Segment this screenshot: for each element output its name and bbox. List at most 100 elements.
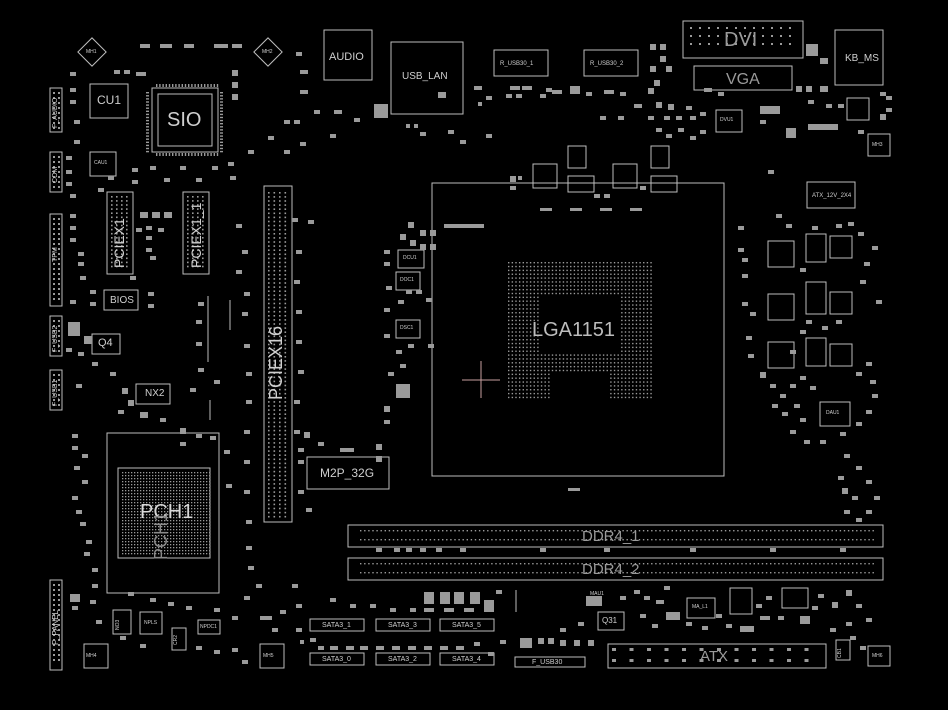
pch1-ball [191, 502, 193, 504]
lga1151-land [551, 273, 554, 275]
smd-part [806, 44, 818, 56]
smd-part [416, 290, 422, 294]
ddr4-1-pin [692, 530, 694, 532]
f-panel-pin [58, 659, 60, 661]
lga1151-land [522, 281, 524, 283]
lga1151-land [588, 281, 590, 283]
smd-part [464, 608, 474, 612]
ddr4-1-pin [765, 539, 768, 541]
smd-part [836, 224, 842, 228]
lga1151-land [508, 365, 510, 368]
pch1-ball [173, 523, 175, 525]
pch1-ball [131, 532, 133, 534]
lga1151-land [518, 385, 521, 387]
smd-part [408, 344, 414, 348]
pciex1-1-pin [202, 232, 204, 235]
pch1-ball [140, 490, 142, 492]
ddr4-2-pin [372, 572, 374, 574]
pch1-ball [149, 547, 151, 549]
ddr4-2-label: DDR4_2 [582, 561, 640, 578]
pciex16-pin [268, 392, 270, 395]
lga1151-land [511, 312, 514, 314]
ddr4-1-pin [519, 539, 522, 541]
pch1-ball [194, 511, 196, 513]
lga1151-land [544, 288, 546, 291]
lga1151-land [628, 369, 630, 372]
pch1-ball [149, 502, 151, 504]
lga1151-land [650, 323, 652, 325]
pciex1-1-pin [197, 224, 199, 227]
pciex16-pin [279, 470, 281, 473]
lga1151-land [628, 365, 630, 368]
ddr4-1-pin [852, 530, 854, 532]
smd-part [90, 302, 96, 306]
lga1151-land [515, 331, 517, 333]
lga1151-land [624, 265, 627, 268]
lga1151-land [537, 339, 539, 341]
lga1151-land [602, 365, 605, 368]
smd-part [420, 132, 426, 136]
pch1-ball [206, 496, 208, 498]
pch1-ball [149, 511, 151, 513]
ddr4-2-pin [815, 563, 817, 565]
pch1-ball [158, 532, 160, 534]
pch1-ball [152, 517, 154, 519]
pch1-ball [128, 553, 130, 555]
pciex1-pin [116, 208, 118, 210]
lga1151-land [621, 377, 623, 379]
pciex16-pin [273, 282, 276, 284]
smd-part [424, 646, 432, 650]
f-panel-pin [53, 614, 55, 616]
ddr4-1-pin [741, 530, 743, 532]
lga1151-land [522, 312, 524, 314]
sio-label: SIO [167, 109, 202, 131]
lga1151-land [599, 354, 601, 356]
ddr4-2-pin [712, 572, 714, 574]
smd-part [866, 362, 872, 366]
smd-part [656, 102, 662, 108]
lga1151-land [635, 285, 638, 287]
smd-part [860, 280, 866, 284]
pciex16-pin [284, 249, 287, 251]
mh6-label: MH6 [872, 653, 883, 659]
smd-part [388, 372, 394, 376]
ddr4-2-pin [659, 563, 661, 565]
pch1-ball [137, 496, 139, 498]
pch1-ball [182, 520, 184, 522]
smd-part [394, 548, 400, 552]
lga1151-land [646, 392, 649, 395]
lga1151-land [624, 319, 627, 322]
ddr4-1-pin [667, 530, 669, 532]
ddr4-2-pin [478, 563, 481, 565]
pch1-ball [158, 496, 160, 498]
f-panel-pin [53, 649, 55, 651]
lga1151-land [533, 323, 535, 325]
pch1-ball [197, 517, 199, 519]
pch1-ball [179, 553, 181, 555]
lga1151-land [617, 269, 619, 272]
ddr4-1-pin [413, 530, 415, 532]
lga1151-land [529, 377, 532, 379]
smd-part [604, 90, 614, 94]
lga1151-land [515, 377, 517, 379]
pch1-ball [185, 493, 187, 495]
pch1-ball [185, 538, 187, 540]
smd-part [376, 646, 384, 650]
smd-part [578, 622, 584, 626]
pch1-ball [128, 487, 130, 489]
lga1151-land [515, 369, 517, 372]
ddr4-2-pin [688, 572, 690, 574]
pciex1-1-pin [187, 249, 189, 251]
lga1151-land [646, 327, 649, 329]
smd-part [310, 638, 316, 642]
pch1-ball [167, 526, 169, 528]
pch1-ball [176, 553, 178, 555]
pch1-ball [179, 529, 181, 531]
smd-part [314, 110, 320, 114]
pciex16-pin [284, 442, 287, 444]
pch1-ball [125, 487, 127, 489]
pciex16-pin [284, 306, 287, 309]
lga1151-land [621, 365, 623, 368]
smd-part [226, 484, 232, 488]
